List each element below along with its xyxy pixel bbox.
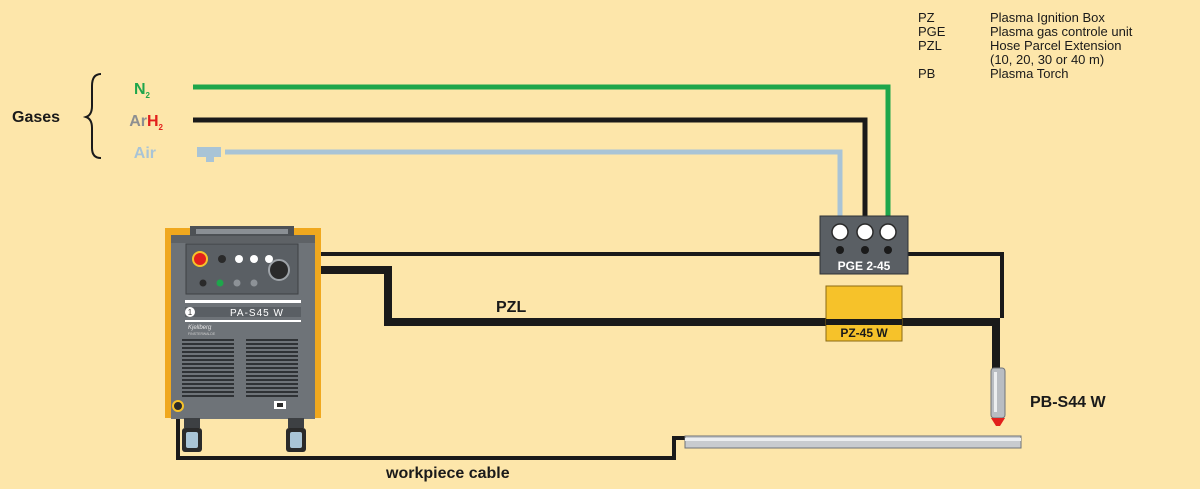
legend-abbr: PZ: [918, 10, 935, 25]
pz-unit: PZ-45 W: [825, 285, 903, 342]
plasma-power-source: 1 PA-S45 W Kjellberg FINSTERWALDE: [165, 226, 321, 452]
workpiece-cable-label: workpiece cable: [385, 465, 510, 482]
machine-brand: Kjellberg: [188, 325, 212, 331]
workpiece-icon: [684, 435, 1022, 449]
emergency-stop-icon: [192, 251, 208, 267]
workpiece-cable-line: [176, 410, 686, 460]
wheel-left-icon: [182, 418, 202, 452]
pge-cable: [286, 252, 820, 270]
arh2-label: ArH2: [129, 113, 163, 132]
wheel-right-icon: [286, 418, 306, 452]
legend-desc: Plasma Ignition Box: [990, 10, 1105, 25]
legend-desc: (10, 20, 30 or 40 m): [990, 52, 1104, 67]
air-label: Air: [134, 145, 156, 162]
pzl-hose: [278, 266, 1000, 370]
torch-socket-icon: [268, 259, 290, 281]
legend-abbr: PZL: [918, 38, 942, 53]
legend-desc: Plasma Torch: [990, 66, 1069, 81]
gases-label: Gases: [12, 109, 60, 126]
n2-gas-line: [193, 84, 891, 218]
workpiece-socket-icon: [172, 400, 184, 412]
legend-desc: Plasma gas controle unit: [990, 24, 1133, 39]
pge-unit: PGE 2-45: [819, 215, 909, 275]
air-gas-line: [225, 149, 843, 218]
machine-model-label: PA-S45 W: [230, 308, 284, 319]
arh2-gas-line: [193, 117, 868, 218]
n2-label: N2: [134, 81, 151, 100]
pge-torch-cable: [908, 252, 1004, 318]
pge-label: PGE 2-45: [838, 259, 891, 273]
machine-brand-sub: FINSTERWALDE: [188, 332, 216, 336]
gases-brace-icon: [82, 73, 102, 159]
machine-number: 1: [188, 308, 193, 317]
torch-label: PB-S44 W: [1030, 394, 1106, 411]
legend-abbr: PB: [918, 66, 935, 81]
pzl-label: PZL: [496, 299, 526, 316]
pz-label: PZ-45 W: [840, 326, 888, 340]
legend-abbr: PGE: [918, 24, 946, 39]
air-connector-icon: [197, 147, 221, 162]
legend-desc: Hose Parcel Extension: [990, 38, 1122, 53]
plasma-torch-icon: [990, 367, 1006, 426]
